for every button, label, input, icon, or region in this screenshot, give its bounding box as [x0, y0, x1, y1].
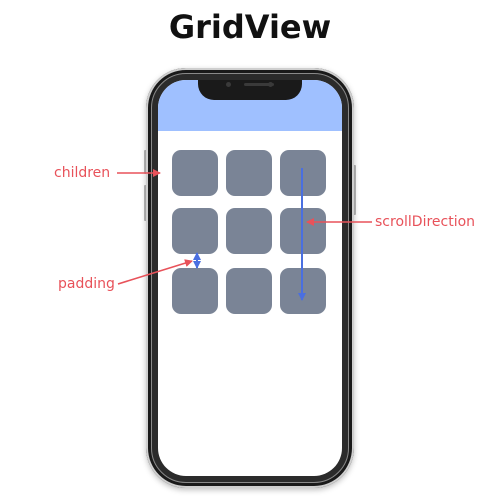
grid-tile[interactable]: [172, 150, 218, 196]
diagram-title: GridView: [168, 8, 332, 46]
phone-side-button: [144, 185, 147, 221]
camera-icon: [226, 82, 231, 87]
speaker-grille: [244, 83, 274, 86]
padding-arrow: [117, 259, 193, 285]
grid-tile[interactable]: [226, 268, 272, 314]
grid-tile[interactable]: [172, 268, 218, 314]
grid-tile[interactable]: [226, 208, 272, 254]
scroll-direction-label: scrollDirection: [375, 214, 476, 230]
grid-tile[interactable]: [226, 150, 272, 196]
grid-tile[interactable]: [172, 208, 218, 254]
phone-side-button: [144, 150, 147, 174]
sensor-icon: [268, 82, 273, 87]
phone-side-button: [353, 165, 356, 215]
padding-label: padding: [58, 276, 115, 292]
children-label: children: [54, 165, 111, 181]
phone-notch: [198, 80, 302, 100]
